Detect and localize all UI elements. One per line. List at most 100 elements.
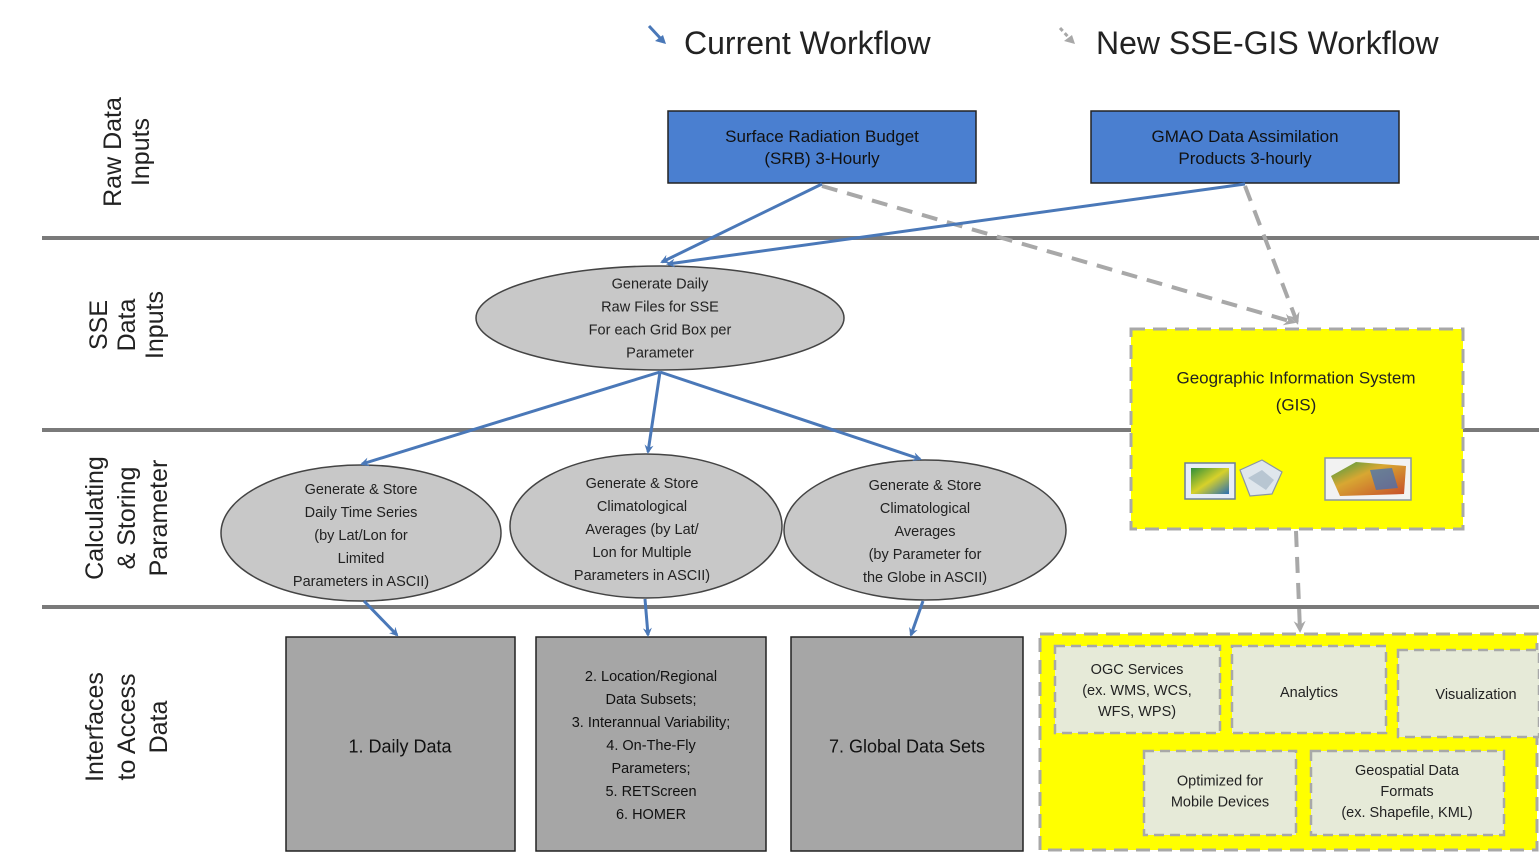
text-line: Formats — [1380, 784, 1433, 800]
text-line: (by Parameter for — [869, 547, 982, 563]
text-line: Climatological — [597, 499, 687, 515]
new-workflow-arrow-icon — [1058, 26, 1075, 44]
text-line: Optimized for — [1177, 774, 1263, 790]
text-line: Generate Daily — [612, 277, 709, 293]
gmao-to-gis-arrow — [1243, 185, 1300, 325]
gmao-to-generate-arrow — [666, 182, 1246, 268]
gis-to-services-arrow — [1293, 530, 1306, 633]
text-line: Data Subsets; — [605, 692, 696, 708]
text-line: Inputs — [127, 118, 155, 186]
gis-services-panel: OGC Services (ex. WMS, WCS, WFS, WPS) Anal… — [1038, 632, 1539, 852]
text-line: For each Grid Box per — [589, 323, 732, 339]
text-line: Averages — [895, 524, 956, 540]
text-line: 6. HOMER — [616, 807, 686, 823]
text-line: Inputs — [141, 291, 169, 359]
text-line: to Access — [113, 674, 141, 781]
text-line: the Globe in ASCII) — [863, 570, 987, 586]
text-line: Parameters in ASCII) — [574, 568, 710, 584]
generate-to-climglobe-arrow — [659, 370, 922, 462]
text-line: Geospatial Data — [1355, 763, 1460, 779]
text-line: 4. On-The-Fly — [606, 738, 696, 754]
text-line: Products 3-hourly — [1178, 149, 1312, 168]
text-line: Mobile Devices — [1171, 795, 1269, 811]
text-line: (ex. WMS, WCS, — [1082, 683, 1192, 699]
text-line: WFS, WPS) — [1098, 704, 1176, 720]
legend: Current Workflow New SSE-GIS Workflow — [647, 24, 1439, 61]
text-line: Generate & Store — [869, 478, 982, 494]
text-line: Interfaces — [81, 672, 109, 782]
generate-to-timeseries-arrow — [360, 370, 661, 467]
text-line: Parameters; — [612, 761, 691, 777]
row-divider — [42, 605, 1539, 609]
row-divider — [42, 428, 1539, 432]
gis-title: Geographic Information System(GIS) — [1176, 368, 1415, 414]
current-workflow-arrow-icon — [647, 24, 666, 44]
text-line: Parameters in ASCII) — [293, 574, 429, 590]
visualization-box: Visualization — [1396, 648, 1539, 739]
srb-to-gis-arrow — [821, 184, 1296, 326]
text-line: Surface Radiation Budget — [725, 127, 919, 146]
timeseries-to-daily-arrow — [362, 599, 399, 637]
text-line: Generate & Store — [305, 482, 418, 498]
text-line: OGC Services — [1091, 662, 1184, 678]
text-line: 2. Location/Regional — [585, 669, 717, 685]
analytics-box: Analytics — [1230, 644, 1388, 735]
text-line: (SRB) 3-Hourly — [764, 149, 880, 168]
gis-globe-map-icon — [1324, 457, 1412, 501]
text-line: Data — [113, 299, 141, 352]
text-line: Data — [145, 701, 173, 754]
text-line: Visualization — [1435, 687, 1516, 703]
text-line: Parameter — [626, 346, 694, 362]
text-line: (by Lat/Lon for — [314, 528, 408, 544]
text-line: Averages (by Lat/ — [585, 522, 699, 538]
legend-new-label: New SSE-GIS Workflow — [1096, 25, 1439, 61]
row-label-raw-data: Raw DataInputs — [99, 97, 155, 207]
text-line: Limited — [338, 551, 385, 567]
climglobe-to-global-arrow — [909, 600, 925, 637]
climlatlon-to-regional-arrow — [642, 598, 652, 637]
text-line: 7. Global Data Sets — [829, 736, 985, 756]
global-data-box: 7. Global Data Sets — [790, 636, 1024, 852]
ogc-services-box: OGC Services (ex. WMS, WCS, WFS, WPS) — [1053, 644, 1222, 735]
row-divider — [42, 236, 1539, 240]
global-data-label: 7. Global Data Sets — [829, 736, 985, 756]
text-line: Calculating — [81, 456, 109, 580]
text-line: Geographic Information System — [1176, 368, 1415, 387]
gis-map-icon — [1184, 459, 1283, 500]
legend-current-label: Current Workflow — [684, 25, 931, 61]
srb-box-label: Surface Radiation Budget (SRB) 3-Hourly — [725, 127, 919, 168]
text-line: 1. Daily Data — [348, 736, 452, 756]
text-line: Generate & Store — [586, 476, 699, 492]
generate-to-climlatlon-arrow — [644, 371, 662, 454]
row-dividers — [42, 236, 1539, 609]
row-labels: Raw DataInputs SSEDataInputs Calculating… — [81, 97, 173, 782]
text-line: 3. Interannual Variability; — [572, 715, 731, 731]
row-label-sse-data: SSEDataInputs — [85, 291, 169, 359]
text-line: Daily Time Series — [305, 505, 418, 521]
text-line: Parameter — [145, 460, 173, 577]
daily-data-box: 1. Daily Data — [285, 636, 516, 852]
text-line: Climatological — [880, 501, 970, 517]
new-workflow-arrows — [821, 184, 1306, 633]
text-line: SSE — [85, 300, 113, 350]
text-line: GMAO Data Assimilation — [1151, 127, 1338, 146]
srb-to-generate-arrow — [660, 182, 823, 264]
analytics-label: Analytics — [1280, 685, 1338, 701]
current-workflow-arrows — [360, 182, 1246, 637]
